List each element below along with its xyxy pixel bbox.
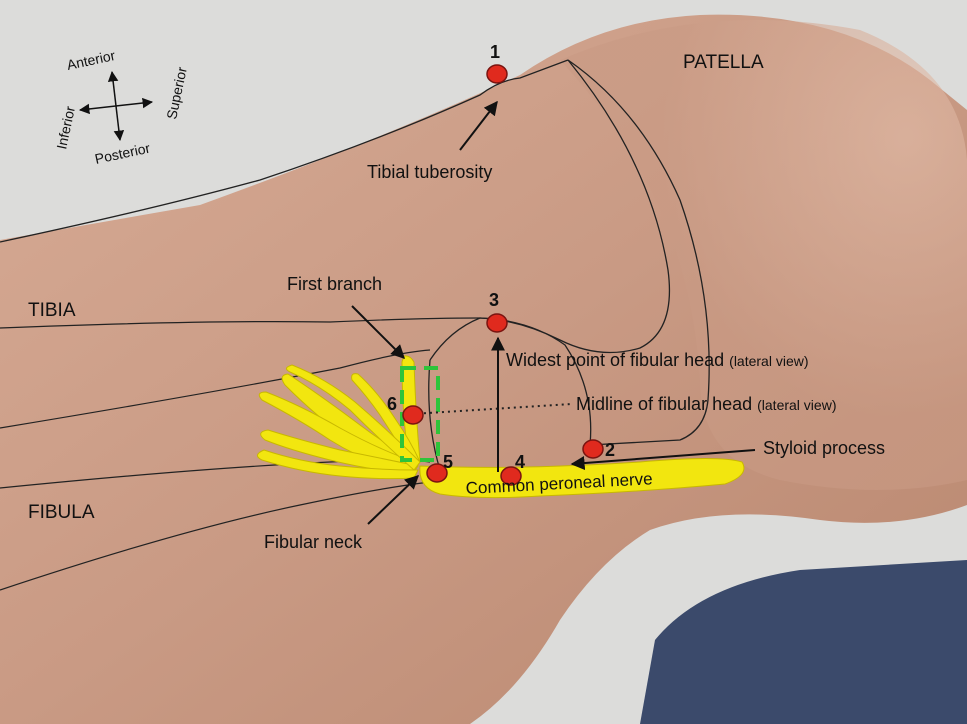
marker-1 <box>486 64 508 84</box>
tibia-anterior-border <box>0 59 569 243</box>
marker-3-label: 3 <box>489 290 499 310</box>
marker-6 <box>402 405 424 425</box>
label-widest-point-note: (lateral view) <box>729 353 808 369</box>
region-fibula: FIBULA <box>28 502 95 523</box>
label-midline-text: Midline of fibular head <box>576 394 752 414</box>
region-tibia: TIBIA <box>28 300 76 321</box>
clothing <box>640 560 967 724</box>
label-fibular-neck: Fibular neck <box>264 532 363 552</box>
marker-5 <box>426 463 448 483</box>
fibular-head-outline <box>429 317 592 446</box>
marker-1-label: 1 <box>490 42 500 62</box>
tibial-tuberosity-arrow <box>459 100 498 151</box>
styloid-process-arrow <box>570 449 756 471</box>
label-first-branch: First branch <box>287 274 382 294</box>
fibula-line-lower <box>0 481 431 591</box>
fibular-neck-zone-box <box>400 366 440 462</box>
marker-2 <box>582 439 604 459</box>
label-widest-point-text: Widest point of fibular head <box>506 350 724 370</box>
marker-5-label: 5 <box>443 452 453 472</box>
marker-4 <box>500 466 522 486</box>
marker-6-label: 6 <box>387 394 397 414</box>
patella-outline <box>567 59 710 446</box>
label-midline: Midline of fibular head (lateral view) <box>576 394 836 414</box>
midline-dotted-line <box>411 403 573 415</box>
knee-highlight <box>560 20 967 490</box>
marker-2-label: 2 <box>605 440 615 460</box>
first-branch-arrow <box>351 305 405 359</box>
marker-3 <box>486 313 508 333</box>
tibia-line-upper <box>0 317 481 329</box>
label-styloid-process: Styloid process <box>763 438 885 458</box>
label-widest-point: Widest point of fibular head (lateral vi… <box>506 350 809 370</box>
region-patella: PATELLA <box>683 52 764 73</box>
fibular-neck-arrow <box>367 475 420 525</box>
marker-4-label: 4 <box>515 452 525 472</box>
label-tibial-tuberosity: Tibial tuberosity <box>367 162 492 182</box>
compass-axis-vertical <box>107 70 125 142</box>
label-midline-note: (lateral view) <box>757 397 836 413</box>
